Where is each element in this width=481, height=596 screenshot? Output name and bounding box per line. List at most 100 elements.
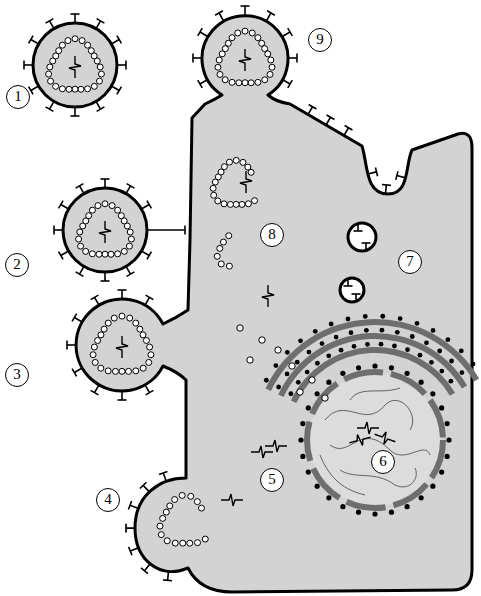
- spike-stem: [74, 318, 82, 323]
- spike-stem: [397, 176, 406, 178]
- capsid-protein: [240, 159, 246, 165]
- ribosome: [326, 495, 331, 500]
- rna-strand: [357, 422, 379, 434]
- spike-stem: [244, 6, 246, 15]
- spike-head: [91, 390, 99, 395]
- spike-stem: [31, 86, 39, 91]
- ribosome: [364, 328, 369, 333]
- ribosome: [445, 454, 450, 459]
- capsid-protein: [198, 505, 204, 511]
- ribosome: [405, 347, 410, 352]
- spike-head: [128, 501, 131, 509]
- capsid-protein: [217, 71, 223, 77]
- spike-stem: [193, 57, 202, 59]
- ribosome: [356, 510, 361, 515]
- ribosome: [352, 344, 357, 349]
- ribosome: [329, 322, 334, 327]
- spike-stem: [104, 272, 106, 281]
- ribosome: [431, 328, 436, 333]
- spike-stem: [117, 64, 126, 66]
- callout-number: 1: [6, 85, 30, 109]
- capsid-protein: [259, 337, 265, 343]
- spike-stem: [31, 40, 39, 45]
- capsid-protein: [96, 251, 102, 257]
- spike-head: [97, 107, 105, 112]
- spike-stem: [145, 297, 150, 305]
- capsid-protein: [92, 359, 98, 365]
- callout-number: 4: [96, 488, 120, 512]
- ribosome: [449, 359, 454, 364]
- capsid-protein: [267, 71, 273, 77]
- spike-stem: [80, 186, 85, 194]
- nucleus: [264, 314, 479, 517]
- ribosome: [439, 369, 444, 374]
- capsid-protein: [95, 203, 101, 209]
- capsid-protein: [86, 213, 92, 219]
- capsid-protein: [115, 207, 121, 213]
- capsid-protein: [56, 48, 62, 54]
- spike-head: [29, 36, 34, 44]
- capsid-protein: [194, 499, 200, 505]
- spike-head: [147, 201, 152, 209]
- spike-head: [382, 184, 391, 187]
- ribosome: [471, 362, 476, 367]
- capsid-protein: [143, 337, 149, 343]
- capsid-protein: [239, 201, 245, 207]
- rna-strand: [373, 429, 398, 448]
- capsid-protein: [126, 368, 132, 374]
- capsid-protein: [78, 86, 84, 92]
- rna-strand: [265, 440, 287, 452]
- spike-head: [53, 226, 55, 235]
- capsid-protein: [211, 192, 217, 198]
- callout-number: 7: [398, 250, 422, 274]
- spike-stem: [50, 101, 55, 109]
- capsid-protein: [226, 233, 232, 239]
- spike-head: [117, 36, 122, 44]
- spike-head: [127, 184, 135, 189]
- ribosome: [326, 380, 331, 385]
- spike-head: [140, 482, 147, 488]
- capsid-protein: [97, 64, 103, 70]
- callout-number: 2: [5, 253, 29, 277]
- spike-stem: [130, 548, 138, 551]
- spike-stem: [67, 344, 76, 346]
- spike-head: [345, 125, 353, 130]
- capsid-protein: [322, 395, 328, 401]
- capsid-protein: [180, 540, 186, 546]
- capsid-protein: [85, 86, 91, 92]
- ribosome: [372, 511, 377, 516]
- ribosome: [430, 484, 435, 489]
- spike-stem: [355, 294, 357, 301]
- capsid-protein: [112, 368, 118, 374]
- capsid-protein: [226, 263, 232, 269]
- capsid-protein: [237, 325, 243, 331]
- spike-stem: [200, 80, 208, 85]
- spike-head: [76, 272, 84, 277]
- capsid-protein: [220, 239, 226, 245]
- spike-head: [396, 171, 398, 180]
- ribosome: [307, 350, 312, 355]
- vesicle: [348, 223, 376, 251]
- capsid-protein: [158, 532, 164, 538]
- spike-stem: [61, 205, 69, 210]
- capsid-protein: [147, 344, 153, 350]
- capsid-protein: [140, 332, 146, 338]
- capsid-protein: [127, 315, 133, 321]
- capsid-protein: [265, 51, 271, 57]
- capsid-protein: [89, 251, 95, 257]
- ribosome: [339, 348, 344, 353]
- capsid-protein: [121, 248, 127, 254]
- spike-head: [127, 272, 135, 277]
- virion: [67, 290, 154, 400]
- ribosome: [419, 380, 424, 385]
- capsid-protein: [98, 365, 104, 371]
- spike-stem: [50, 21, 55, 29]
- spike-stem: [145, 385, 150, 393]
- capsid-protein: [101, 326, 107, 332]
- spike-stem: [282, 80, 290, 85]
- capsid-protein: [236, 80, 242, 86]
- capsid-protein: [65, 38, 71, 44]
- capsid-protein: [133, 368, 139, 374]
- rna-strand: [239, 49, 251, 71]
